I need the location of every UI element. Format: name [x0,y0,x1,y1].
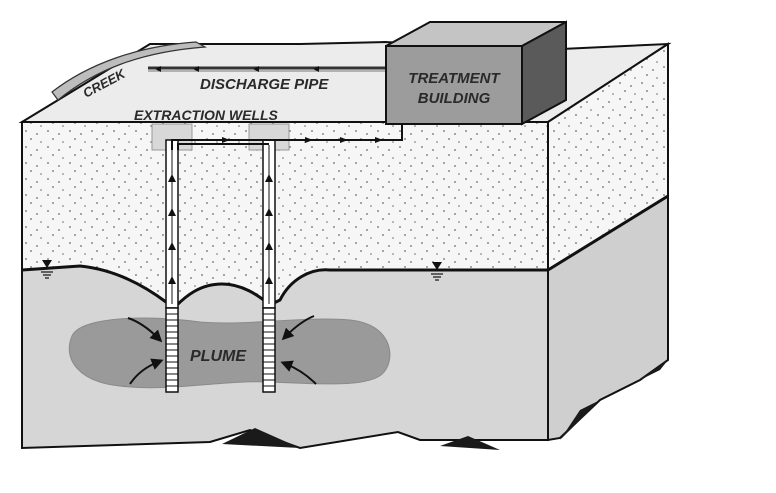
bottom-edge-shadow-2 [440,436,500,450]
water-table-symbol-left [41,260,53,279]
water-table-symbol-right [431,262,443,281]
collection-pipe [171,122,403,150]
discharge-pipe [148,66,386,72]
treatment-building-label-line1: TREATMENT [408,70,501,87]
water-table-line [21,264,548,308]
plume-inflow-arrows [127,315,317,385]
bottom-edge-shadow-4 [636,360,668,382]
treatment-building [385,20,567,126]
water-table-side-line [547,194,669,272]
contaminant-plume [68,317,391,389]
plume-label: PLUME [190,348,247,365]
well-upflow-arrows [168,174,273,284]
collection-flow-arrows [222,137,383,143]
well-screen-slots [166,313,275,387]
building-front [385,45,523,125]
creek-channel [51,41,208,101]
treatment-building-label-line2: BUILDING [418,90,491,107]
extraction-wells-label: EXTRACTION WELLS [134,107,279,123]
bottom-edge-shadow-3 [560,400,600,440]
side-face-saturated [547,194,669,442]
bottom-edge-shadow-1 [222,428,300,448]
discharge-pipe-label: DISCHARGE PIPE [200,76,329,93]
